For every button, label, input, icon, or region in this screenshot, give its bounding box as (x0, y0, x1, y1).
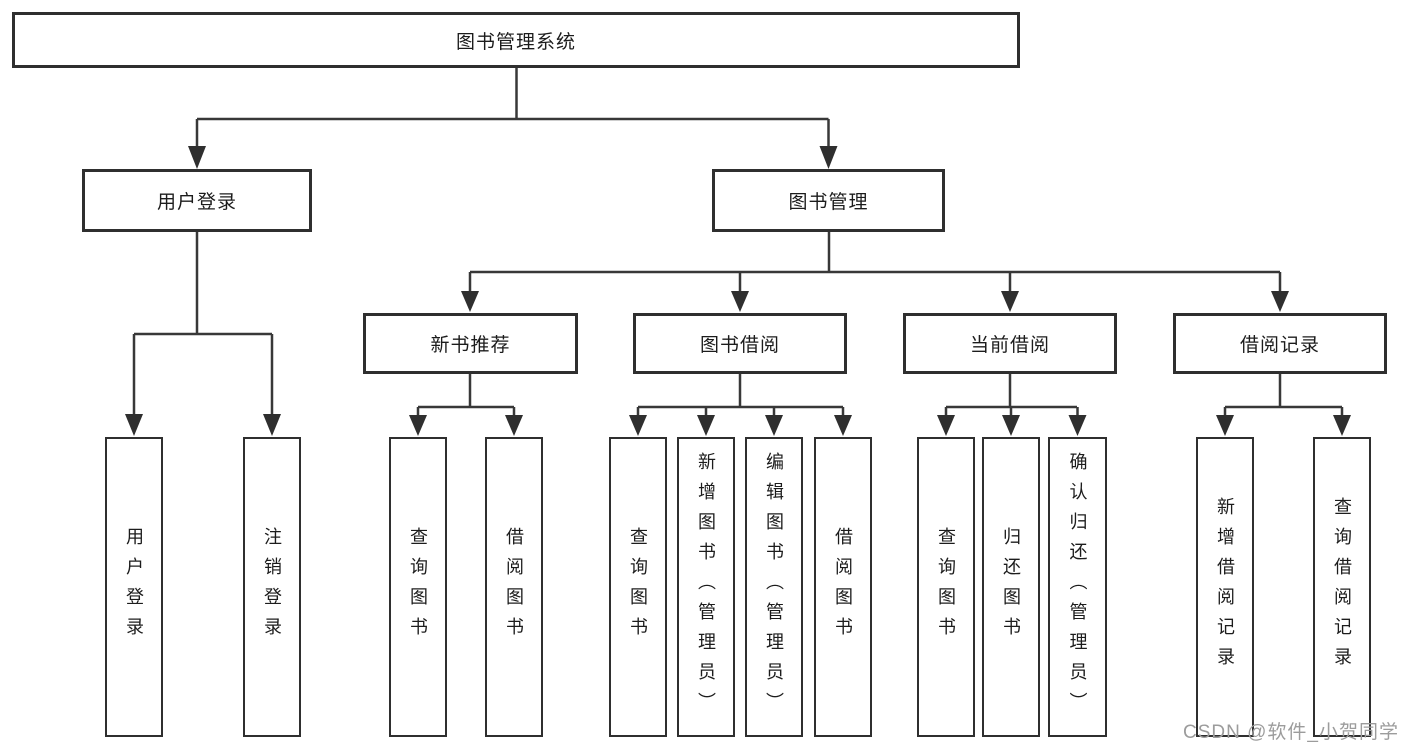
leaf-add-books-admin: 新增图书（管理员） (677, 437, 735, 737)
node-book-borrow: 图书借阅 (633, 313, 847, 374)
node-root-label: 图书管理系统 (455, 31, 576, 53)
node-user-login-label: 用户登录 (156, 192, 237, 213)
arrow-down-icons (125, 146, 1351, 436)
leaf-current-query-books: 查询图书 (917, 437, 975, 737)
leaf-logout: 注销登录 (243, 437, 301, 737)
tree-edges (132, 68, 1344, 418)
node-current-borrow-label: 当前借阅 (969, 335, 1050, 356)
leaf-query-borrow-record-label: 查询借阅记录 (1332, 497, 1352, 677)
leaf-add-books-admin-label: 新增图书（管理员） (696, 452, 716, 722)
leaf-return-books-label: 归还图书 (1001, 527, 1021, 647)
leaf-current-query-books-label: 查询图书 (936, 527, 956, 647)
leaf-borrow-query-books-label: 查询图书 (628, 527, 648, 647)
leaf-user-login-label: 用户登录 (124, 527, 144, 647)
leaf-return-books: 归还图书 (982, 437, 1040, 737)
node-book-management: 图书管理 (712, 169, 945, 232)
leaf-recommend-query-books: 查询图书 (389, 437, 447, 737)
leaf-confirm-return-admin-label: 确认归还（管理员） (1067, 452, 1088, 722)
leaf-edit-books-admin-label: 编辑图书（管理员） (764, 452, 784, 722)
leaf-recommend-borrow-books: 借阅图书 (485, 437, 543, 737)
node-new-book-recommend-label: 新书推荐 (430, 335, 511, 356)
watermark: CSDN @软件_小贺同学 (1183, 722, 1399, 743)
leaf-add-borrow-record-label: 新增借阅记录 (1215, 497, 1235, 677)
node-new-book-recommend: 新书推荐 (363, 313, 578, 374)
leaf-edit-books-admin: 编辑图书（管理员） (745, 437, 803, 737)
node-borrow-records-label: 借阅记录 (1239, 335, 1320, 356)
node-current-borrow: 当前借阅 (903, 313, 1117, 374)
leaf-confirm-return-admin: 确认归还（管理员） (1048, 437, 1107, 737)
leaf-borrow-books: 借阅图书 (814, 437, 872, 737)
node-book-borrow-label: 图书借阅 (699, 335, 780, 356)
leaf-recommend-query-books-label: 查询图书 (408, 527, 428, 647)
leaf-query-borrow-record: 查询借阅记录 (1313, 437, 1371, 737)
leaf-user-login: 用户登录 (105, 437, 163, 737)
leaf-recommend-borrow-books-label: 借阅图书 (504, 527, 524, 647)
node-root: 图书管理系统 (12, 12, 1020, 68)
node-book-management-label: 图书管理 (788, 192, 869, 213)
leaf-borrow-books-label: 借阅图书 (833, 527, 853, 647)
leaf-add-borrow-record: 新增借阅记录 (1196, 437, 1254, 737)
leaf-borrow-query-books: 查询图书 (609, 437, 667, 737)
node-borrow-records: 借阅记录 (1173, 313, 1387, 374)
leaf-logout-label: 注销登录 (262, 527, 282, 647)
node-user-login: 用户登录 (82, 169, 312, 232)
